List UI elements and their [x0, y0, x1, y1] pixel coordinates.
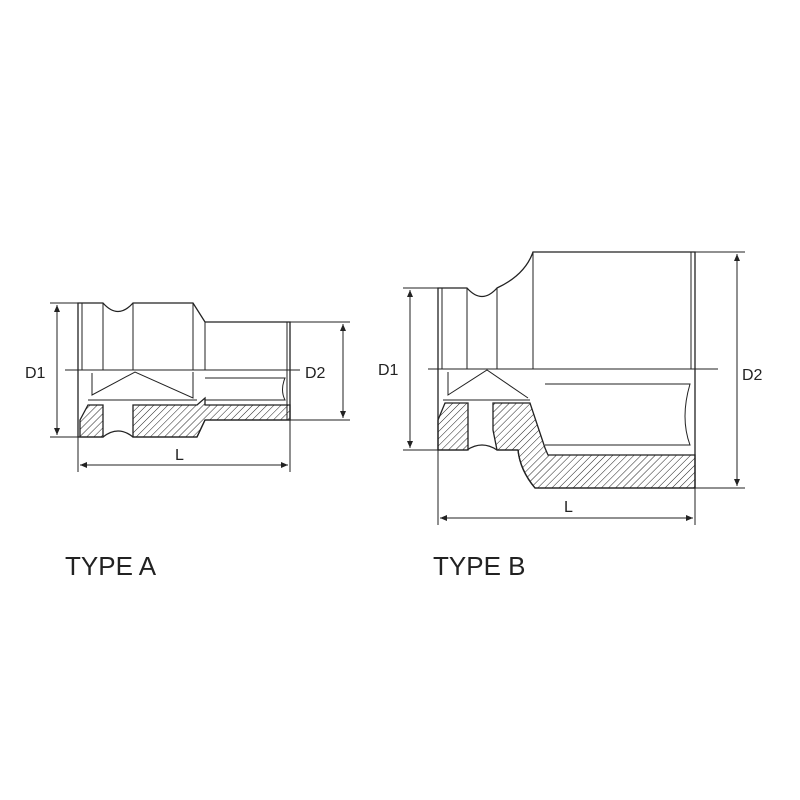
type-b-l-label: L [564, 499, 573, 516]
type-b-drawing [403, 251, 745, 525]
type-b-title: TYPE B [433, 551, 525, 581]
type-a-drawing [50, 302, 350, 472]
type-b-d1-label: D1 [378, 362, 399, 379]
type-a-title: TYPE A [65, 551, 157, 581]
type-a-l-label: L [175, 447, 184, 464]
type-a-d1-label: D1 [25, 365, 46, 382]
type-a-d2-label: D2 [305, 365, 326, 382]
type-b-d2-label: D2 [742, 367, 763, 384]
